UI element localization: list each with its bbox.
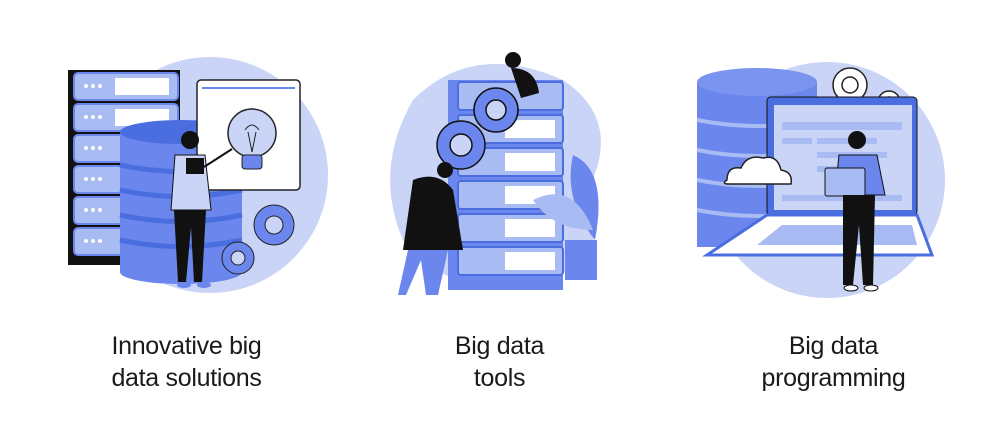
person-icon bbox=[170, 131, 233, 288]
cloud-icon bbox=[723, 156, 793, 185]
gears-icon bbox=[221, 204, 295, 275]
caption-line-2: data solutions bbox=[111, 364, 262, 392]
lightbulb-board-icon bbox=[196, 79, 301, 191]
programming-illustration bbox=[696, 62, 945, 298]
illustration-big-data-tools: Big data tools bbox=[333, 0, 666, 429]
caption-programming: Big data programming bbox=[667, 330, 1000, 394]
caption-innovative: Innovative big data solutions bbox=[20, 330, 353, 394]
gears-icon bbox=[436, 87, 519, 170]
innovative-illustration bbox=[68, 57, 328, 293]
tools-illustration bbox=[390, 52, 601, 295]
caption-line-1: Big data bbox=[454, 332, 545, 360]
caption-line-1: Big data bbox=[788, 332, 879, 360]
illustration-big-data-programming: Big data programming bbox=[667, 0, 1000, 429]
plant-icon bbox=[533, 155, 599, 280]
caption-line-1: Innovative big bbox=[111, 332, 262, 360]
people-icon bbox=[398, 52, 539, 295]
person-icon bbox=[824, 131, 886, 292]
caption-tools: Big data tools bbox=[333, 330, 666, 394]
caption-line-2: tools bbox=[473, 364, 526, 392]
caption-line-2: programming bbox=[761, 364, 906, 392]
illustration-innovative-big-data: Innovative big data solutions bbox=[20, 0, 353, 429]
